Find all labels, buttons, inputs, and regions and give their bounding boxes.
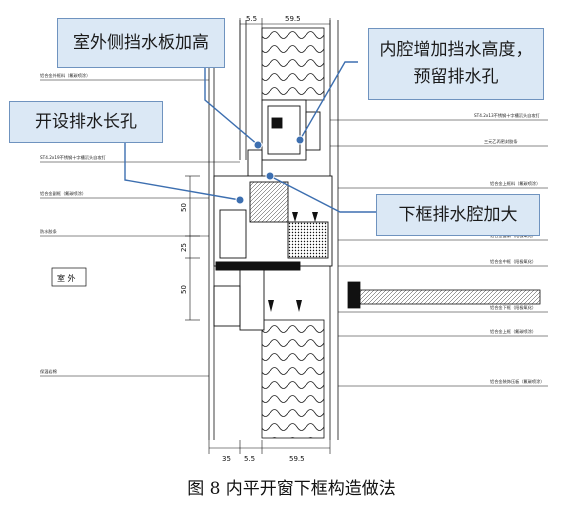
right-note-leaders bbox=[330, 119, 548, 387]
callout-outer-plate: 室外侧挡水板加高 bbox=[57, 18, 225, 68]
dim-side-b: 25 bbox=[180, 243, 188, 252]
right-note-3: 铝合金中框（阳极氧化） bbox=[490, 258, 536, 265]
dim-bottom-a: 35 bbox=[222, 455, 231, 463]
left-note-1: 铝合金外框料（氟碳喷涂） bbox=[40, 72, 90, 79]
screw-icons bbox=[268, 212, 318, 312]
upper-insulation bbox=[261, 27, 325, 101]
dim-top-a: 5.5 bbox=[246, 15, 257, 23]
rubber-strip-note: 三元乙丙密封胶条 bbox=[484, 138, 518, 145]
right-note-6: 铝合金装饰压板（氟碳喷涂） bbox=[490, 378, 544, 385]
right-note-1: 铝合金上框料（氟碳喷涂） bbox=[490, 180, 540, 187]
lower-frame-profile bbox=[213, 175, 333, 331]
callout-slot-hole: 开设排水长孔 bbox=[9, 101, 163, 143]
dim-bottom-b: 5.5 bbox=[244, 455, 255, 463]
dim-top-b: 59.5 bbox=[285, 15, 301, 23]
callout-inner-cavity: 内腔增加挡水高度，预留排水孔 bbox=[368, 28, 544, 100]
left-note-2: 铝合金副框（氟碳喷涂） bbox=[40, 190, 86, 197]
dim-side-a: 50 bbox=[180, 203, 188, 212]
outdoor-label: 室 外 bbox=[57, 273, 76, 283]
figure-caption: 图 8 内平开窗下框构造做法 bbox=[187, 479, 396, 499]
interior-sill-board bbox=[347, 281, 541, 309]
right-note-5: 铝合金上框（氟碳喷涂） bbox=[490, 328, 536, 335]
bottom-dimension bbox=[208, 440, 331, 454]
outdoor-label-box bbox=[51, 267, 87, 287]
callout-leaders bbox=[124, 61, 378, 213]
lower-insulation bbox=[261, 319, 325, 439]
dim-side-c: 50 bbox=[180, 285, 188, 294]
screw-right-note: ST4.2x13不锈钢十字槽沉头自攻钉 bbox=[474, 112, 541, 119]
right-note-4: 铝合金下框（阳极氧化） bbox=[490, 304, 536, 311]
left-note-leaders bbox=[40, 79, 240, 377]
screw-left-note: ST4.2x19不锈钢十字槽沉头自攻钉 bbox=[40, 154, 107, 161]
dim-bottom-c: 59.5 bbox=[289, 455, 305, 463]
sash-profile bbox=[247, 99, 321, 177]
callout-markers bbox=[235, 135, 305, 205]
left-note-4: 保温岩棉 bbox=[40, 368, 57, 375]
left-note-3: 防水胶条 bbox=[40, 228, 58, 235]
callout-lower-frame: 下框排水腔加大 bbox=[376, 194, 540, 236]
